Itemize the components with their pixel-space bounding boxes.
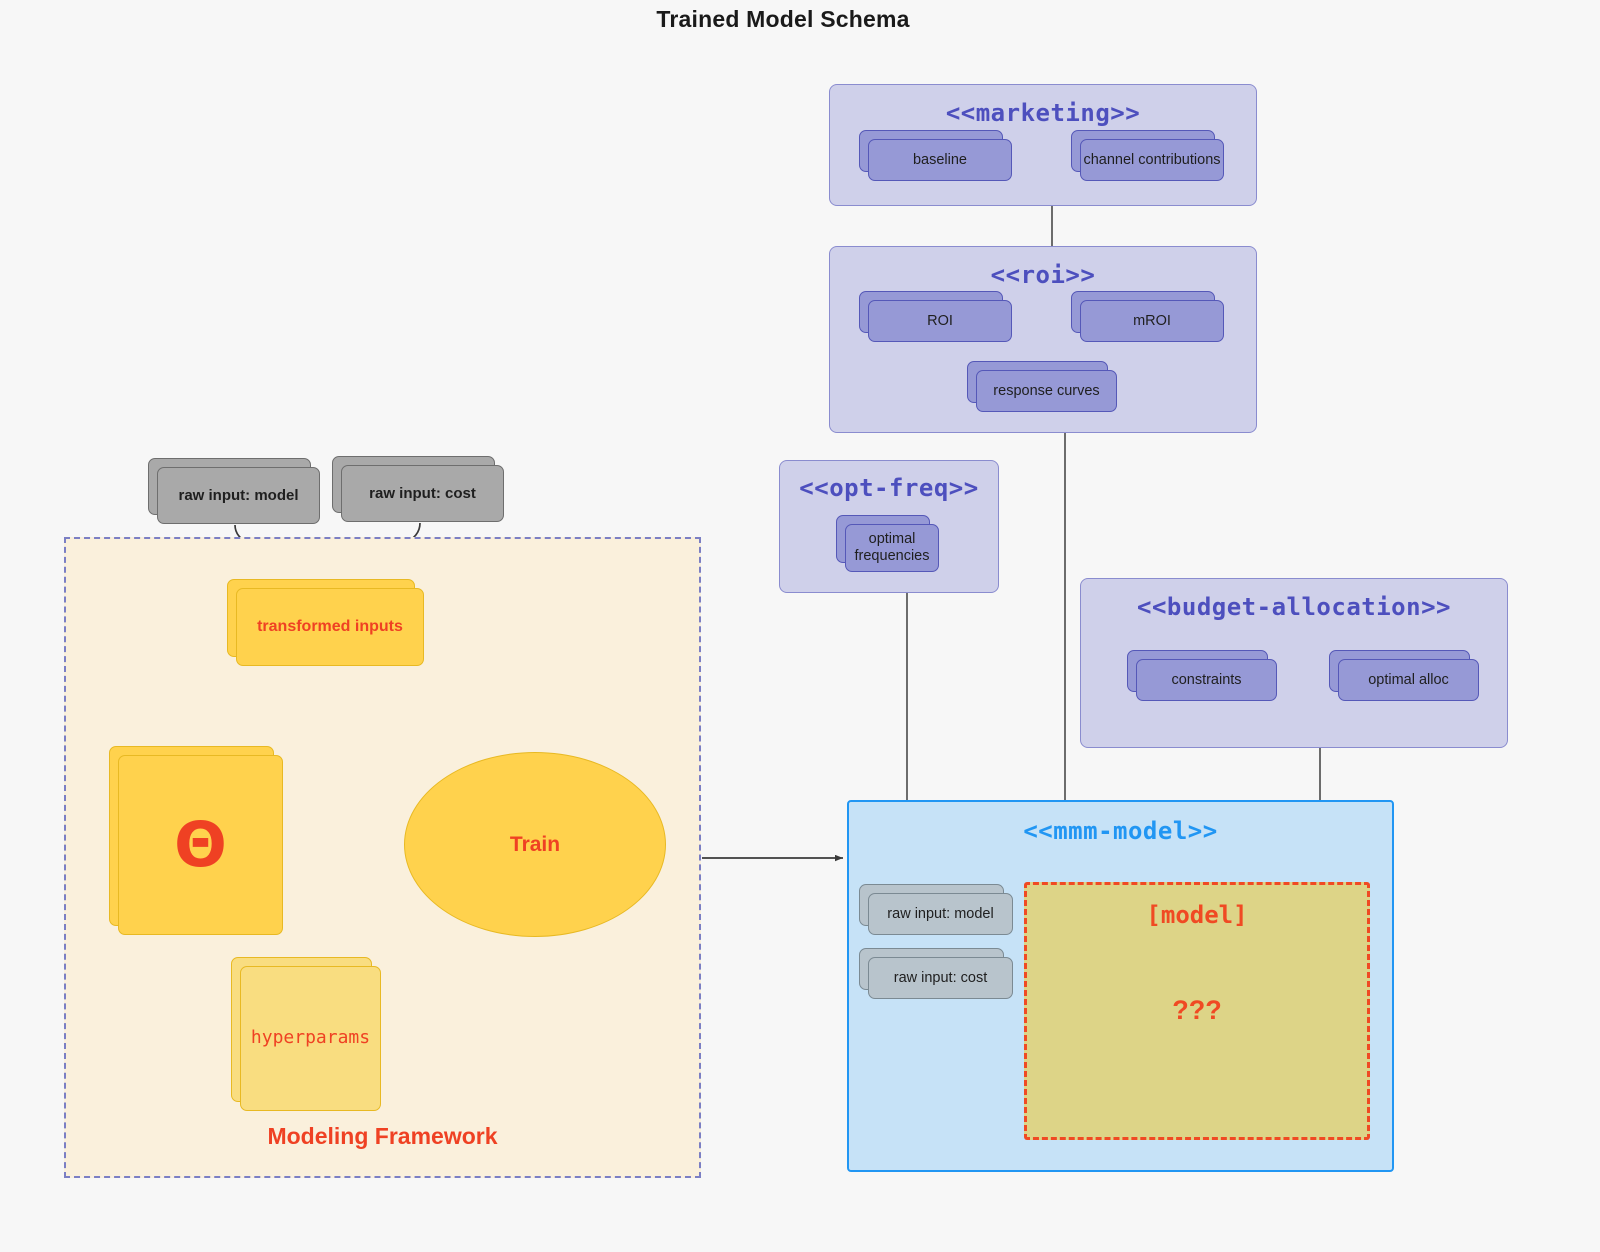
node-roi[interactable]: ROI [859, 291, 1012, 342]
node-theta-label: Θ [118, 755, 283, 935]
package-opt-freq-title: <<opt-freq>> [799, 474, 979, 502]
node-channel-contributions[interactable]: channel contributions [1071, 130, 1224, 181]
node-hyperparams-label: hyperparams [240, 966, 381, 1111]
modeling-framework-label: Modeling Framework [267, 1123, 498, 1149]
node-raw-input-cost-label: raw input: cost [341, 465, 504, 522]
package-marketing-title: <<marketing>> [945, 99, 1141, 127]
node-baseline-label: baseline [868, 139, 1012, 181]
node-theta[interactable]: Θ [109, 746, 283, 935]
node-transformed-inputs-label: transformed inputs [236, 588, 424, 666]
package-roi-title: <<roi>> [990, 261, 1096, 289]
model-placeholder-label: [model] [1146, 901, 1248, 929]
node-response-curves[interactable]: response curves [967, 361, 1117, 412]
node-optimal-frequencies-line1: optimal [868, 531, 916, 548]
node-constraints-label: constraints [1136, 659, 1277, 701]
model-placeholder-unknown: ??? [1172, 995, 1222, 1025]
package-budget-allocation-title: <<budget-allocation>> [1137, 593, 1451, 621]
page-title: Trained Model Schema [656, 6, 910, 32]
node-optimal-alloc-label: optimal alloc [1338, 659, 1479, 701]
node-mroi-label: mROI [1080, 300, 1224, 342]
node-raw-input-cost[interactable]: raw input: cost [332, 456, 504, 522]
node-optimal-alloc[interactable]: optimal alloc [1329, 650, 1479, 701]
node-hyperparams[interactable]: hyperparams [231, 957, 381, 1111]
node-mmm-raw-input-model[interactable]: raw input: model [859, 884, 1013, 935]
node-roi-label: ROI [868, 300, 1012, 342]
node-response-curves-label: response curves [976, 370, 1117, 412]
node-train-label: Train [509, 832, 561, 856]
node-optimal-frequencies-label: optimal frequencies [845, 524, 939, 572]
node-mmm-raw-input-model-label: raw input: model [868, 893, 1013, 935]
node-channel-contributions-label: channel contributions [1080, 139, 1224, 181]
package-mmm-model-title: <<mmm-model>> [1023, 817, 1218, 845]
node-mmm-raw-input-cost[interactable]: raw input: cost [859, 948, 1013, 999]
node-mmm-raw-input-cost-label: raw input: cost [868, 957, 1013, 999]
node-raw-input-model[interactable]: raw input: model [148, 458, 320, 524]
node-baseline[interactable]: baseline [859, 130, 1012, 181]
node-mroi[interactable]: mROI [1071, 291, 1224, 342]
model-placeholder-box[interactable]: [model] ??? [1024, 882, 1370, 1140]
node-optimal-frequencies-line2: frequencies [854, 548, 930, 564]
node-raw-input-model-label: raw input: model [157, 467, 320, 524]
node-transformed-inputs[interactable]: transformed inputs [227, 579, 424, 666]
node-optimal-frequencies[interactable]: optimal frequencies [836, 515, 939, 572]
node-train[interactable]: Train [404, 752, 666, 937]
node-constraints[interactable]: constraints [1127, 650, 1277, 701]
